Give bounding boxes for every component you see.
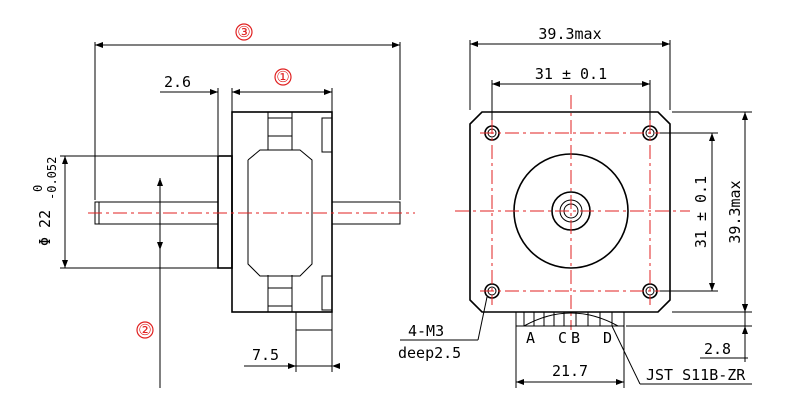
pin-c-label: C (558, 329, 567, 347)
front-view: 39.3max 31 ± 0.1 (398, 25, 752, 388)
boss-length-label: 7.5 (252, 346, 279, 364)
connector-width-label: 21.7 (552, 362, 588, 380)
callout-2: ② (138, 321, 151, 339)
pin-a-label: A (526, 329, 535, 347)
side-view: ③ ① 2.6 (31, 23, 415, 388)
width-max-label: 39.3max (538, 25, 601, 43)
pin-d-label: D (603, 329, 612, 347)
flange (217, 155, 233, 269)
callout-1-circle (274, 68, 292, 86)
connector-arc (523, 312, 619, 327)
connector-offset-label: 2.8 (704, 340, 731, 358)
hole-spacing-h-label: 31 ± 0.1 (535, 65, 607, 83)
diameter-main-label: Φ 22 (36, 210, 54, 246)
pin-b-label: B (571, 329, 580, 347)
motor-body (231, 111, 333, 313)
callout-2-circle (136, 321, 154, 339)
diameter-upper-tol: 0 (31, 185, 45, 192)
hole-label-line1: 4-M3 (408, 322, 444, 340)
connector-boss (295, 311, 333, 331)
callout-1: ① (276, 68, 289, 86)
callout-3-circle (235, 23, 253, 41)
shaft-offset-label: 2.6 (164, 73, 191, 91)
connector-pins (523, 312, 613, 326)
front-flange (469, 111, 671, 313)
diameter-lower-tol: -0.052 (45, 157, 59, 200)
hole-label-line2: deep2.5 (398, 344, 461, 362)
connector-type-label: JST S11B-ZR (646, 366, 746, 384)
connector-body (515, 311, 625, 327)
height-max-label: 39.3max (726, 180, 744, 243)
callout-3: ③ (237, 23, 250, 41)
hole-spacing-v-label: 31 ± 0.1 (692, 176, 710, 248)
